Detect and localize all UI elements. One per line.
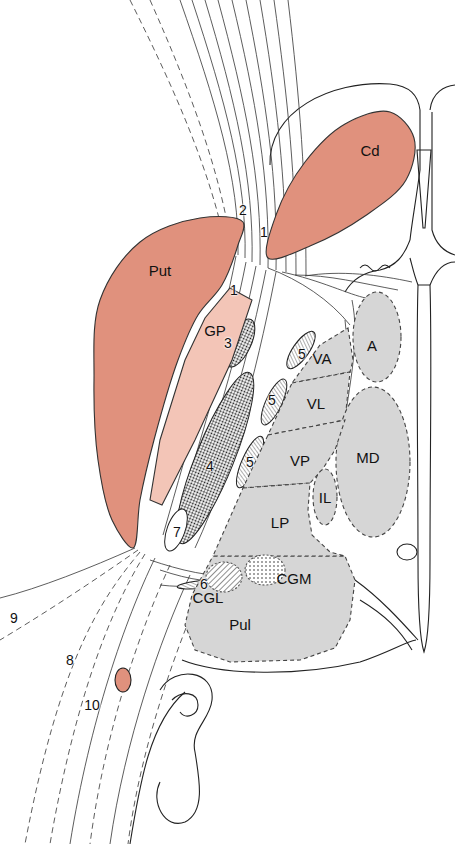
internal-capsule-fibers <box>130 0 226 248</box>
node-shape <box>353 292 401 382</box>
nucleus-label: VL <box>307 396 325 411</box>
nucleus-label: A <box>367 338 377 353</box>
ventricle-outline <box>397 544 417 560</box>
nucleus-label: Pul <box>229 617 251 632</box>
ventricle-outline <box>410 258 418 285</box>
ventricle-outline <box>360 600 412 650</box>
lower-structures <box>130 692 185 844</box>
lower-structures <box>115 640 416 844</box>
nucleus-label: VP <box>290 453 310 468</box>
lower-fiber-fan <box>0 550 138 640</box>
ventricle-outline <box>430 85 455 110</box>
lower-structures <box>172 694 198 716</box>
callout-number: 8 <box>66 653 74 667</box>
internal-capsule-fibers <box>305 273 412 282</box>
callout-number: 1 <box>230 283 238 297</box>
nucleus-region: CGL <box>204 557 244 597</box>
nucleus-label: LP <box>271 515 289 530</box>
nucleus-label: MD <box>356 450 379 465</box>
internal-capsule-fibers <box>268 268 350 325</box>
lower-fiber-fan <box>90 565 170 844</box>
callout-number: 5 <box>246 455 254 469</box>
node-shape <box>313 469 337 525</box>
node-outline <box>266 110 416 260</box>
lower-structures <box>157 674 212 823</box>
nucleus-label: CGM <box>277 571 312 586</box>
callout-number: 5 <box>268 393 276 407</box>
node-shape <box>213 483 345 556</box>
nucleus-label: IL <box>319 490 332 505</box>
nucleus-region: LP <box>211 481 347 558</box>
ventricle-outline <box>345 240 410 292</box>
nucleus-label: CGL <box>193 590 224 605</box>
internal-capsule-fibers <box>282 272 366 298</box>
ventricle-outline <box>417 285 431 652</box>
ventricle-outline <box>355 580 418 640</box>
callout-number: 9 <box>10 611 18 625</box>
lower-fiber-fan <box>50 554 145 844</box>
nucleus-outline <box>160 506 192 554</box>
caudate-region: Cd <box>266 110 416 260</box>
putamen-region: Put <box>92 216 245 550</box>
nucleus-region: CGM <box>243 548 287 592</box>
nucleus-label: Cd <box>360 143 379 158</box>
node-shape <box>336 387 410 537</box>
node-shape <box>150 288 252 505</box>
node-shape <box>266 111 415 259</box>
ventricle-outline <box>432 112 455 255</box>
callout-number: 1 <box>260 225 268 239</box>
lower-structures <box>115 668 131 692</box>
node-shape <box>185 556 355 662</box>
ventricle-outline <box>430 262 455 285</box>
lower-fiber-fan <box>25 552 140 844</box>
callout-number: 3 <box>224 336 232 350</box>
callout-number: 7 <box>173 525 181 539</box>
nucleus-label: GP <box>204 323 226 338</box>
callout-number: 4 <box>206 459 214 473</box>
pallidum-region: GP <box>148 286 254 507</box>
nucleus-label: VA <box>313 351 332 366</box>
lower-fiber-fan <box>0 548 245 844</box>
internal-capsule-fibers <box>150 0 232 250</box>
internal-capsule-fibers <box>295 275 398 290</box>
node-shape <box>206 562 242 592</box>
ventricle-outline <box>417 150 431 228</box>
callout-number: 10 <box>84 698 100 712</box>
lower-fiber-fan <box>0 548 135 598</box>
nucleus-label: Put <box>149 263 172 278</box>
ventricle-outline <box>360 265 390 271</box>
callout-number: 5 <box>298 347 306 361</box>
lower-fiber-fan <box>110 575 190 844</box>
callout-number: 6 <box>200 577 208 591</box>
callout-number: 2 <box>239 203 247 217</box>
node-outline <box>148 286 254 507</box>
